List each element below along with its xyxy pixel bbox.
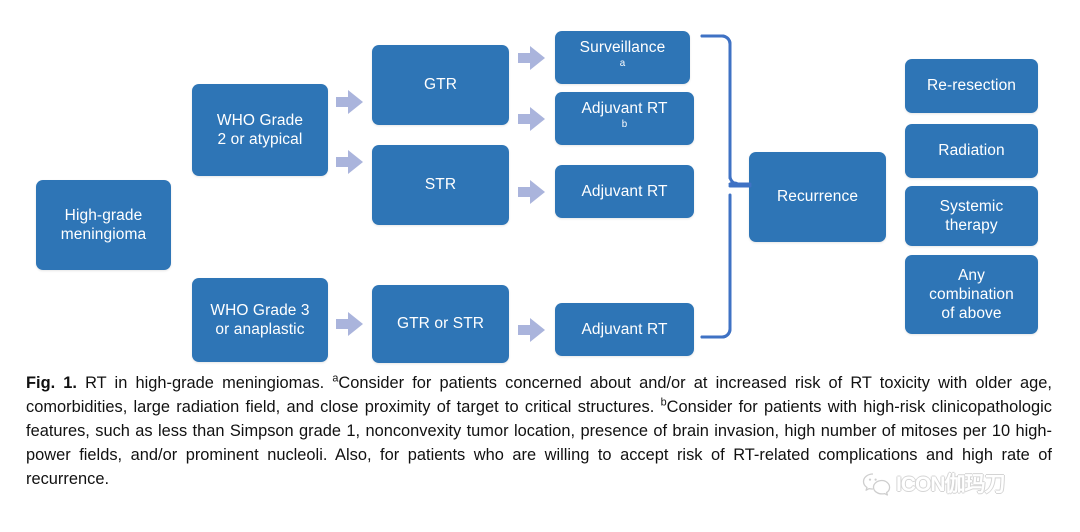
node-who3-line1: WHO Grade 3	[210, 301, 310, 319]
node-recurrence: Recurrence	[749, 152, 886, 242]
node-adjuvant-rt-middle: Adjuvant RT	[555, 165, 694, 218]
footnote-marker-a: a	[619, 57, 626, 69]
bracket-connector-to-recurrence	[700, 34, 752, 339]
node-surveillance-label: Surveillance	[579, 39, 666, 57]
node-high-grade-meningioma: High-grade meningioma	[36, 180, 171, 270]
figure-caption: Fig. 1. RT in high-grade meningiomas. aC…	[26, 371, 1052, 491]
caption-footnote-b: Consider for patients with high-risk cli…	[26, 398, 1052, 489]
arrow-right-icon-who3-to-gtr-or-str	[336, 312, 363, 336]
node-str-label: STR	[424, 176, 457, 194]
node-any-combination-line1: Any	[957, 266, 985, 284]
node-systemic-line1: Systemic	[939, 197, 1004, 215]
node-high-grade-line2: meningioma	[60, 226, 147, 243]
arrow-right-icon-gtr-to-surveillance	[518, 46, 545, 70]
figure-label: Fig. 1.	[26, 374, 77, 392]
figure-title: RT in high-grade meningiomas.	[77, 374, 333, 392]
node-recurrence-label: Recurrence	[776, 188, 859, 206]
node-any-combination-line2: combination	[929, 285, 1014, 303]
node-adjuvant-rt-b-label: Adjuvant RT	[581, 100, 668, 118]
node-systemic-therapy: Systemic therapy	[905, 186, 1038, 246]
node-adjuvant-rt-bottom: Adjuvant RT	[555, 303, 694, 356]
node-adjuvant-rt-bottom-label: Adjuvant RT	[581, 320, 668, 338]
node-radiation: Radiation	[905, 124, 1038, 178]
node-radiation-label: Radiation	[938, 142, 1005, 160]
node-gtr: GTR	[372, 45, 509, 125]
arrow-right-icon-who2-to-str	[336, 150, 363, 174]
caption-footnote-marker-b: b	[660, 396, 667, 409]
flowchart-diagram: High-grade meningioma WHO Grade 2 or aty…	[36, 31, 1038, 363]
node-adjuvant-rt-middle-label: Adjuvant RT	[581, 182, 668, 200]
arrow-right-icon-gtr-or-str-to-adjuvant-rt	[518, 318, 545, 342]
node-gtr-or-str: GTR or STR	[372, 285, 509, 363]
node-who3-line2: or anaplastic	[215, 321, 305, 338]
node-systemic-line2: therapy	[945, 217, 998, 234]
node-any-combination-of-above: Any combination of above	[905, 255, 1038, 334]
node-who-grade-2-atypical: WHO Grade 2 or atypical	[192, 84, 328, 176]
node-re-resection: Re-resection	[905, 59, 1038, 113]
caption-footnote-marker-a: a	[332, 372, 339, 385]
node-str: STR	[372, 145, 509, 225]
caption-footnote-a: Consider for patients concerned about an…	[26, 374, 1052, 417]
node-who-grade-3-anaplastic: WHO Grade 3 or anaplastic	[192, 278, 328, 362]
node-who2-line1: WHO Grade	[216, 111, 304, 129]
node-re-resection-label: Re-resection	[926, 77, 1017, 95]
node-who2-line2: 2 or atypical	[217, 131, 303, 148]
node-any-combination-line3: of above	[941, 305, 1002, 323]
arrow-right-icon-str-to-adjuvant-rt	[518, 180, 545, 204]
node-high-grade-line1: High-grade	[64, 206, 143, 224]
arrow-right-icon-who2-to-gtr	[336, 90, 363, 114]
arrow-right-icon-gtr-to-adjuvant-rt-b	[518, 107, 545, 131]
node-gtr-or-str-label: GTR or STR	[396, 315, 485, 333]
footnote-marker-b: b	[621, 118, 628, 130]
node-gtr-label: GTR	[423, 76, 458, 94]
